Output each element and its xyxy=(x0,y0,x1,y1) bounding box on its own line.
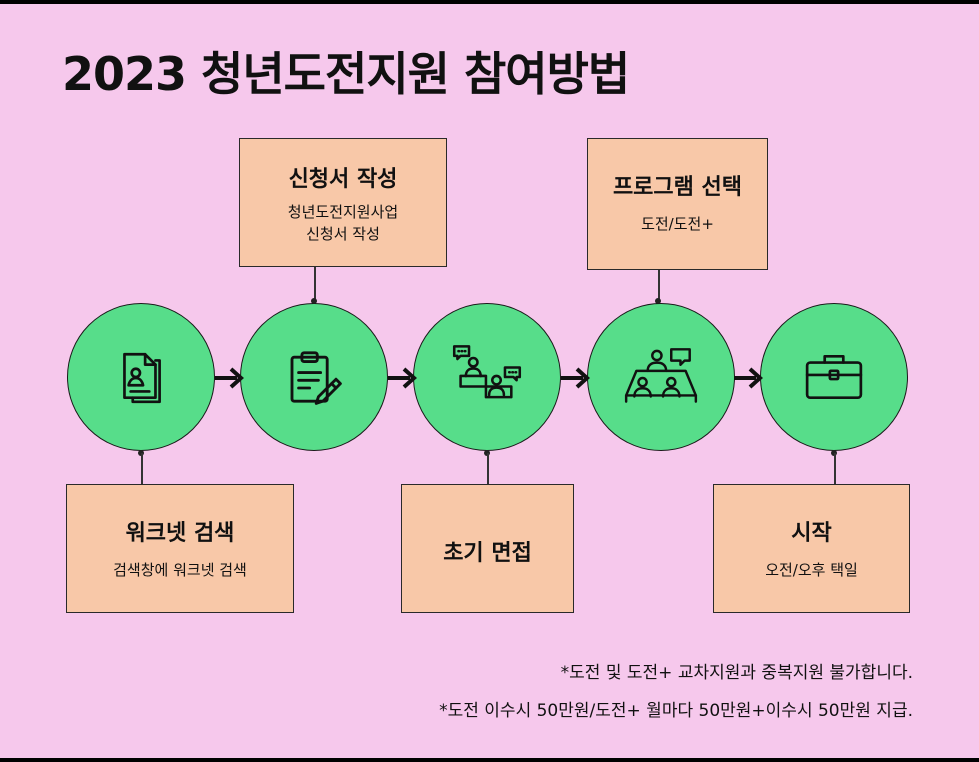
step-description: 검색창에 워크넷 검색 xyxy=(113,561,247,579)
arrow-right-icon xyxy=(215,367,244,389)
meeting-table-icon xyxy=(624,348,698,403)
connector-line xyxy=(141,453,143,484)
arrow-right-icon xyxy=(388,367,417,389)
step-heading: 워크넷 검색 xyxy=(125,521,235,546)
step-box-search: 워크넷 검색 검색창에 워크넷 검색 xyxy=(66,484,294,613)
connector-line xyxy=(834,453,836,484)
briefcase-icon xyxy=(805,354,863,400)
connector-line xyxy=(314,267,316,301)
page-title: 2023 청년도전지원 참여방법 xyxy=(62,47,630,101)
connector-line xyxy=(658,270,660,301)
step-box-interview: 초기 면접 xyxy=(401,484,574,613)
step-heading: 프로그램 선택 xyxy=(612,175,743,200)
document-user-icon xyxy=(123,352,161,404)
step-circle-interview xyxy=(413,303,561,451)
step-circle-start xyxy=(760,303,908,451)
footnote: *도전 이수시 50만원/도전+ 월마다 50만원+이수시 50만원 지급. xyxy=(439,701,913,721)
step-heading: 초기 면접 xyxy=(443,541,532,566)
step-circle-search xyxy=(67,303,215,451)
arrow-right-icon xyxy=(561,367,590,389)
step-description: 오전/오후 택일 xyxy=(765,561,858,579)
step-circle-application xyxy=(240,303,388,451)
step-heading: 시작 xyxy=(791,521,832,546)
step-description: 신청서 작성 xyxy=(306,225,380,243)
step-box-start: 시작 오전/오후 택일 xyxy=(713,484,910,613)
step-circle-program xyxy=(587,303,735,451)
arrow-right-icon xyxy=(734,367,763,389)
interview-chat-icon xyxy=(452,345,522,399)
step-description: 청년도전지원사업 xyxy=(287,203,399,221)
step-box-program: 프로그램 선택 도전/도전+ xyxy=(587,138,768,270)
connector-dot xyxy=(655,298,661,304)
step-heading: 신청서 작성 xyxy=(288,167,398,192)
clipboard-pen-icon xyxy=(290,351,342,405)
footnote: *도전 및 도전+ 교차지원과 중복지원 불가합니다. xyxy=(560,663,913,683)
connector-dot xyxy=(311,298,317,304)
step-box-application: 신청서 작성 청년도전지원사업 신청서 작성 xyxy=(239,138,447,267)
connector-line xyxy=(487,453,489,484)
infographic-canvas: 2023 청년도전지원 참여방법 신청서 작성 청년도전지원사업 신청서 작성 … xyxy=(0,4,979,758)
step-description: 도전/도전+ xyxy=(641,215,714,233)
